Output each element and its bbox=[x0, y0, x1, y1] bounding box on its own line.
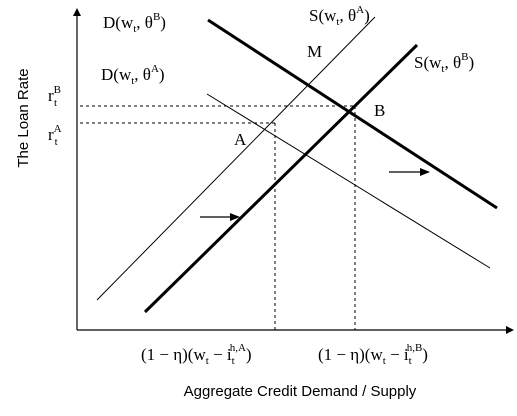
quantity-a-label: (1 − η)(wt − ith,A) bbox=[141, 342, 252, 367]
supply-b-label: S(wt, θB) bbox=[414, 51, 474, 75]
point-m-label: M bbox=[307, 42, 322, 61]
demand-curve-a bbox=[206, 93, 491, 269]
supply-a-label: S(wt, θA) bbox=[309, 4, 370, 28]
point-a-label: A bbox=[234, 130, 247, 149]
supply-curve-a bbox=[96, 16, 376, 301]
demand-a-label: D(wt, θA) bbox=[101, 63, 165, 87]
quantity-b-label: (1 − η)(wt − ith,B) bbox=[318, 342, 428, 367]
y-axis-label: The Loan Rate bbox=[15, 68, 32, 167]
supply-curve-b bbox=[143, 43, 419, 314]
demand-b-label: D(wt, θB) bbox=[103, 11, 166, 35]
x-axis-label: Aggregate Credit Demand / Supply bbox=[184, 383, 417, 400]
point-b-label: B bbox=[374, 101, 385, 120]
demand-curve-b bbox=[207, 18, 498, 210]
